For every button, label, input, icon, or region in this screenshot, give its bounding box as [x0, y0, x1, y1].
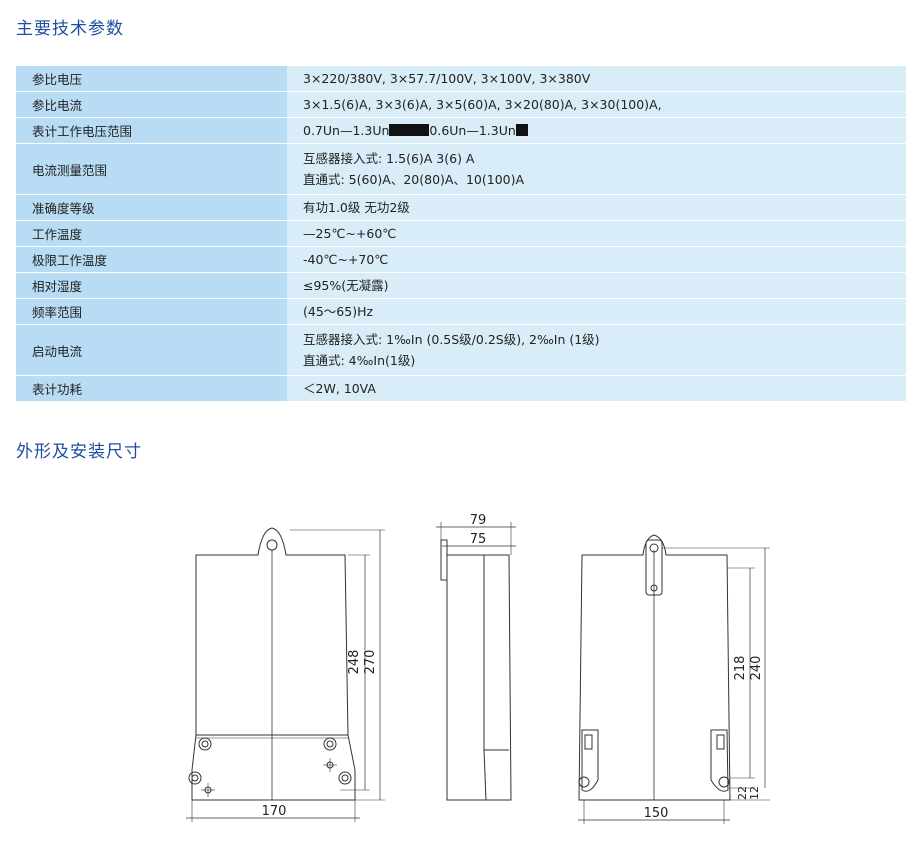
redaction-block	[515, 124, 528, 136]
spec-label: 频率范围	[16, 298, 287, 325]
front-seal-hole	[201, 740, 209, 748]
back-bracket-right	[710, 729, 729, 792]
spec-value: 互感器接入式: 1‰In (0.5S级/0.2S级), 2‰In (1级) 直通…	[287, 324, 906, 376]
back-slot-right	[716, 734, 725, 750]
front-seal-hole	[198, 737, 212, 751]
spec-value-segment: 0.6Un—1.3Un	[429, 123, 516, 138]
spec-value-line: -40℃~+70℃	[303, 252, 389, 267]
front-mount-hole	[338, 771, 352, 785]
spec-label: 电流测量范围	[16, 143, 287, 195]
table-row: 参比电流 3×1.5(6)A, 3×3(6)A, 3×5(60)A, 3×20(…	[16, 91, 906, 118]
dim-label: 248	[347, 650, 362, 675]
spec-value: 互感器接入式: 1.5(6)A 3(6) A 直通式: 5(60)A、20(80…	[287, 143, 906, 195]
table-row: 极限工作温度 -40℃~+70℃	[16, 246, 906, 273]
spec-label: 工作温度	[16, 220, 287, 247]
dim-label: 79	[470, 513, 487, 528]
section-title-technical-params: 主要技术参数	[16, 19, 124, 39]
back-hanger-hole	[649, 543, 659, 553]
spec-value-line: 3×1.5(6)A, 3×3(6)A, 3×5(60)A, 3×20(80)A,…	[303, 97, 662, 112]
spec-label: 准确度等级	[16, 194, 287, 221]
spec-value: —25℃~+60℃	[287, 220, 906, 247]
spec-value: 有功1.0级 无功2级	[287, 194, 906, 221]
spec-value: 3×1.5(6)A, 3×3(6)A, 3×5(60)A, 3×20(80)A,…	[287, 91, 906, 118]
table-row: 相对湿度 ≤95%(无凝露)	[16, 272, 906, 299]
spec-value-line: 直通式: 4‰In(1级)	[303, 353, 416, 368]
dim-label: 22	[736, 786, 749, 800]
front-outline	[191, 527, 356, 801]
side-outline	[446, 554, 512, 801]
spec-table: 参比电压 3×220/380V, 3×57.7/100V, 3×100V, 3×…	[16, 66, 906, 402]
back-outline	[578, 534, 731, 801]
back-bracket-left	[581, 729, 599, 792]
front-seal-hole	[326, 740, 334, 748]
table-row: 表计工作电压范围 0.7Un—1.3Un 0.6Un—1.3Un	[16, 117, 906, 144]
spec-value: (45～65)Hz	[287, 298, 906, 325]
spec-value: 3×220/380V, 3×57.7/100V, 3×100V, 3×380V	[287, 66, 906, 92]
spec-value-line: 3×220/380V, 3×57.7/100V, 3×100V, 3×380V	[303, 71, 591, 86]
spec-label: 表计工作电压范围	[16, 117, 287, 144]
spec-value-line: 直通式: 5(60)A、20(80)A、10(100)A	[303, 172, 525, 187]
back-hanger-hole	[650, 584, 658, 592]
section-title-dimensions: 外形及安装尺寸	[16, 442, 142, 462]
spec-value: -40℃~+70℃	[287, 246, 906, 273]
table-row: 工作温度 —25℃~+60℃	[16, 220, 906, 247]
spec-value-line: ≤95%(无凝露)	[303, 278, 389, 293]
front-hanging-hole	[266, 539, 278, 551]
side-view: 79 75	[436, 513, 516, 801]
back-slot-left	[584, 734, 593, 750]
spec-value-line: —25℃~+60℃	[303, 226, 397, 241]
dim-label: 12	[748, 786, 761, 800]
table-row: 电流测量范围 互感器接入式: 1.5(6)A 3(6) A 直通式: 5(60)…	[16, 143, 906, 195]
dim-label: 75	[470, 532, 487, 547]
redaction-block	[389, 124, 430, 136]
spec-value-line: 互感器接入式: 1‰In (0.5S级/0.2S级), 2‰In (1级)	[303, 332, 600, 347]
table-row: 频率范围 (45～65)Hz	[16, 298, 906, 325]
front-seal-hole	[323, 737, 337, 751]
spec-label: 相对湿度	[16, 272, 287, 299]
spec-label: 启动电流	[16, 324, 287, 376]
back-mount-hole-right	[718, 776, 730, 788]
side-cover-line	[483, 749, 487, 801]
dim-label: 240	[749, 656, 764, 681]
spec-label: 参比电压	[16, 66, 287, 92]
table-row: 启动电流 互感器接入式: 1‰In (0.5S级/0.2S级), 2‰In (1…	[16, 324, 906, 376]
spec-label: 极限工作温度	[16, 246, 287, 273]
table-row: 表计功耗 ＜2W, 10VA	[16, 375, 906, 402]
spec-value-segment: 0.7Un—1.3Un	[303, 123, 390, 138]
spec-value: 0.7Un—1.3Un 0.6Un—1.3Un	[287, 117, 906, 144]
back-hanger-plate	[645, 539, 663, 596]
dim-label: 270	[363, 650, 378, 675]
spec-value: ＜2W, 10VA	[287, 375, 906, 402]
spec-value-line: 互感器接入式: 1.5(6)A 3(6) A	[303, 151, 475, 166]
front-mount-hole	[191, 774, 199, 782]
front-view: 248 270 170	[186, 527, 385, 822]
back-mount-hole-left	[578, 776, 590, 788]
spec-value-line: (45～65)Hz	[303, 304, 374, 319]
spec-value-line: 有功1.0级 无功2级	[303, 200, 410, 215]
front-mount-hole	[341, 774, 349, 782]
spec-value-line: ＜2W, 10VA	[303, 381, 376, 396]
dim-label: 218	[733, 656, 748, 681]
back-view: 218 240 22 12 150	[578, 534, 770, 824]
spec-label: 参比电流	[16, 91, 287, 118]
dim-label: 150	[644, 806, 669, 821]
table-row: 准确度等级 有功1.0级 无功2级	[16, 194, 906, 221]
spec-label: 表计功耗	[16, 375, 287, 402]
spec-value: ≤95%(无凝露)	[287, 272, 906, 299]
table-row: 参比电压 3×220/380V, 3×57.7/100V, 3×100V, 3×…	[16, 66, 906, 92]
dim-label: 170	[262, 804, 287, 819]
front-mount-hole	[188, 771, 202, 785]
